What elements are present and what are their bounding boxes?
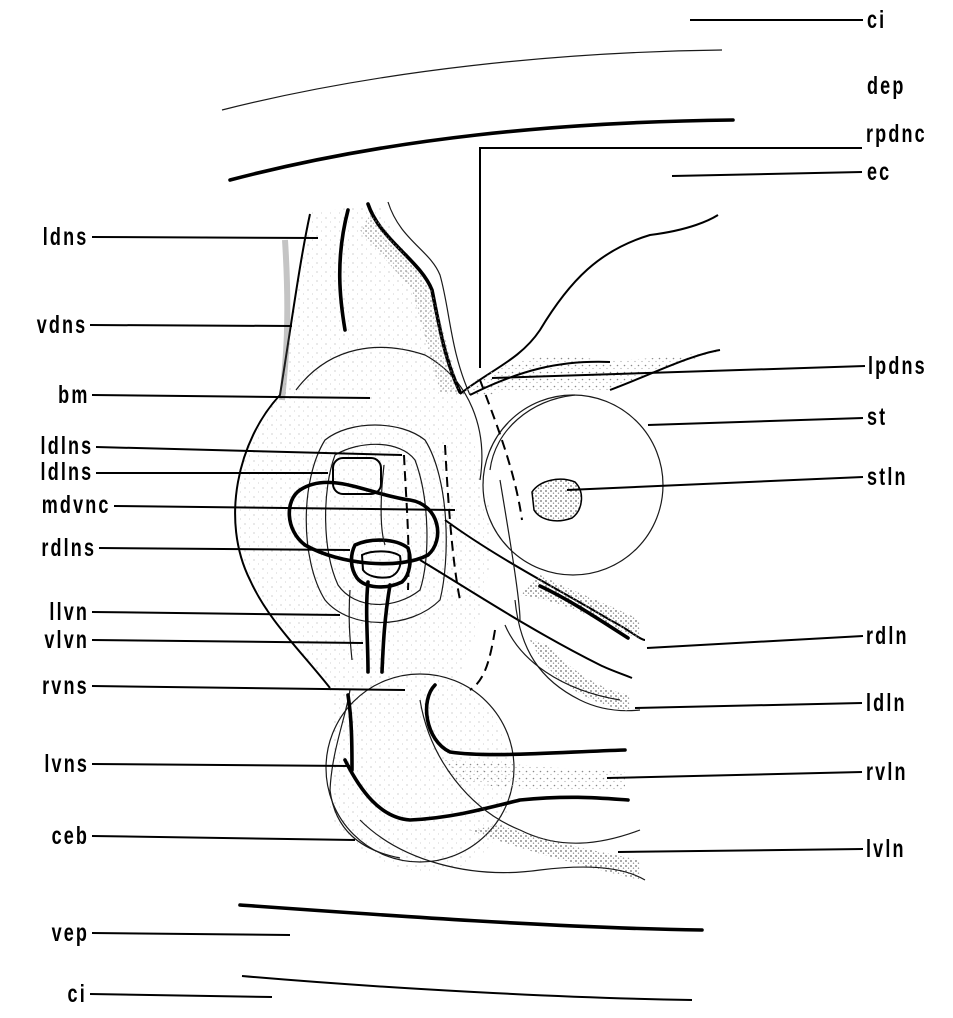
label-ci-bottom: ci bbox=[68, 982, 87, 1007]
stomach-structure bbox=[483, 395, 663, 575]
label-lvln: lvln bbox=[866, 837, 906, 862]
label-ceb: ceb bbox=[51, 824, 89, 849]
label-ec: ec bbox=[867, 160, 891, 185]
dorsal-epidermis-line bbox=[230, 120, 733, 180]
label-ldln: ldln bbox=[866, 691, 907, 716]
label-ldns: ldns bbox=[42, 225, 88, 250]
label-rvns: rvns bbox=[42, 674, 89, 699]
label-rpdnc: rpdnc bbox=[866, 122, 927, 147]
label-vlvn: vlvn bbox=[44, 628, 89, 653]
label-st: st bbox=[867, 405, 887, 430]
dorsal-cuticle-line bbox=[222, 50, 722, 110]
upper-right-contour bbox=[455, 215, 720, 396]
label-lvns: lvns bbox=[44, 752, 89, 777]
label-stln: stln bbox=[867, 465, 908, 490]
label-ldlns-2: ldlns bbox=[40, 460, 93, 485]
label-vep: vep bbox=[51, 921, 89, 946]
label-llvn: llvn bbox=[49, 600, 89, 625]
label-rdln: rdln bbox=[866, 624, 909, 649]
ventral-epidermis-line bbox=[240, 905, 702, 930]
label-vdns: vdns bbox=[36, 313, 87, 338]
right-leaders bbox=[492, 20, 865, 852]
stomach-nucleus bbox=[532, 479, 581, 521]
label-bm: bm bbox=[58, 383, 89, 408]
label-mdvnc: mdvnc bbox=[42, 493, 111, 518]
ventral-cuticle-line bbox=[242, 976, 692, 1000]
label-ci-top: ci bbox=[867, 8, 886, 33]
label-dep: dep bbox=[867, 74, 905, 99]
label-rvln: rvln bbox=[866, 760, 908, 785]
label-rdlns: rdlns bbox=[41, 536, 96, 561]
label-lpdns: lpdns bbox=[868, 354, 927, 379]
label-ldlns-1: ldlns bbox=[40, 434, 93, 459]
llvn-nerve bbox=[367, 582, 368, 672]
